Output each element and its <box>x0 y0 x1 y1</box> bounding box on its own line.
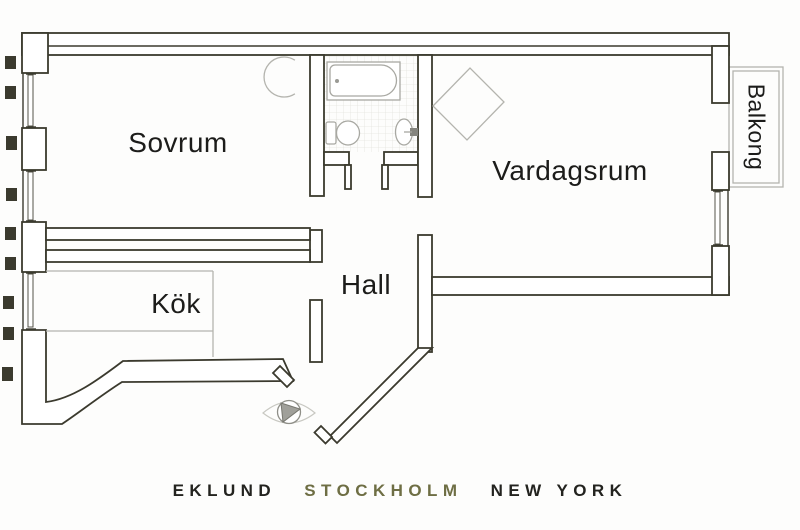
kok-hall-stub <box>309 299 323 363</box>
brand-word-eklund: EKLUND <box>172 481 277 500</box>
brand-word-stockholm: STOCKHOLM <box>304 481 463 500</box>
balcony-platform <box>728 66 784 188</box>
bathroom-bottom-wall-left <box>323 151 350 166</box>
entrance-doorstop-right <box>313 424 334 445</box>
room-label-balkong: Balkong <box>743 83 770 171</box>
sovrum-right-wall <box>309 54 325 197</box>
bathtub <box>329 64 398 97</box>
eye-outline-icon <box>262 401 316 424</box>
window-sovrum-lower <box>22 170 36 222</box>
room-label-vardagsrum: Vardagsrum <box>492 155 648 186</box>
exterior-top-wall <box>21 32 730 56</box>
left-wall-pier <box>21 127 47 171</box>
walls <box>21 32 730 445</box>
corner-stove-round <box>263 56 296 98</box>
kok-top-wall <box>45 249 311 263</box>
kitchen-curved-wall <box>21 329 295 425</box>
vardagsrum-left-wall-lower <box>417 234 433 353</box>
window-sovrum-upper <box>22 73 36 128</box>
sovrum-door-cap <box>309 229 323 263</box>
bathroom-door-jamb-left <box>344 164 352 190</box>
sink-tap <box>410 128 418 136</box>
left-wall-block <box>21 221 47 273</box>
toilet <box>335 120 361 146</box>
entrance-viewpoint-eye <box>262 399 316 425</box>
window-kok <box>22 272 36 330</box>
right-wall-top-block <box>711 45 730 104</box>
brand-footer: EKLUND STOCKHOLM NEW YORK <box>0 481 800 501</box>
sovrum-bottom-wall <box>45 227 311 241</box>
right-wall-pier <box>711 151 730 191</box>
bathtub-drain <box>335 79 339 83</box>
bathroom-bottom-wall-right <box>383 151 419 166</box>
eye-triangle-icon <box>280 402 302 423</box>
toilet-tank <box>325 121 337 145</box>
hall-diagonal-wall <box>328 347 435 445</box>
room-label-kok: Kök <box>151 288 201 319</box>
vardagsrum-bottom-wall <box>431 276 730 296</box>
entrance-doorstop-left <box>271 364 296 389</box>
bathroom-fixtures <box>325 61 418 146</box>
bathroom-door-jamb-right <box>381 164 389 190</box>
left-edge-ticks <box>2 56 17 381</box>
left-wall-corner-block <box>21 32 49 74</box>
right-wall-bottom-block <box>711 245 730 296</box>
vardagsrum-left-wall-upper <box>417 54 433 198</box>
brand-word-newyork: NEW YORK <box>490 481 628 500</box>
corner-stove-diamond <box>432 67 505 141</box>
room-label-hall: Hall <box>340 269 392 300</box>
room-label-sovrum: Sovrum <box>128 127 228 158</box>
kitchen-counter <box>46 270 214 357</box>
window-vardagsrum <box>713 190 729 246</box>
